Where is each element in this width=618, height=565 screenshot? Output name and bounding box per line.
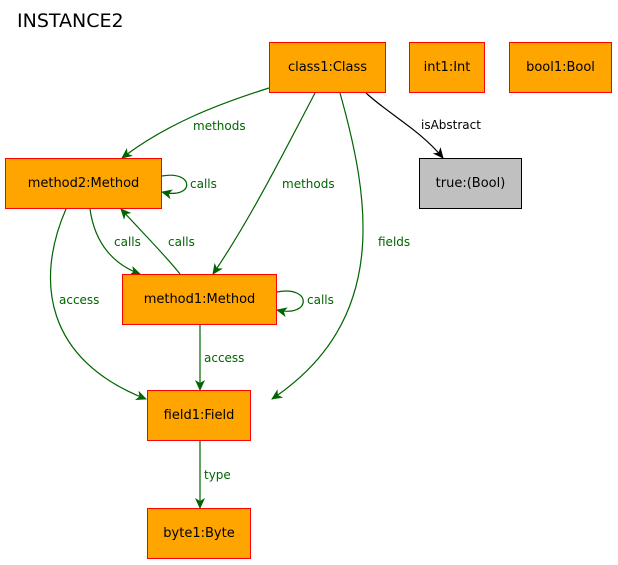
edge-label-access: access [204,351,244,365]
edge-label-calls: calls [114,235,141,249]
edge-method2-to-method2 [161,174,188,200]
edge-label-access: access [59,293,99,307]
edge-label-methods: methods [282,177,335,191]
node-int1[interactable]: int1:Int [409,42,485,93]
edge-method1-to-method2 [120,208,181,275]
edge-class1-to-method1 [212,92,316,275]
edge-label-methods: methods [193,119,246,133]
edge-class1-to-field1 [271,92,364,400]
edge-method2-to-method1 [89,208,141,276]
edge-label-isAbstract: isAbstract [421,118,481,132]
edge-label-calls: calls [307,293,334,307]
node-field1[interactable]: field1:Field [147,390,251,441]
node-class1[interactable]: class1:Class [269,42,386,93]
edge-label-fields: fields [378,235,410,249]
edge-method2-to-field1 [49,208,147,401]
edge-label-calls: calls [168,235,195,249]
node-method2[interactable]: method2:Method [5,158,162,209]
node-true-value[interactable]: true:(Bool) [419,158,522,209]
node-bool1[interactable]: bool1:Bool [509,42,612,93]
diagram-title: INSTANCE2 [17,10,124,32]
edge-method1-to-method1 [276,290,304,318]
edge-class1-to-true [365,92,444,159]
node-method1[interactable]: method1:Method [122,274,277,325]
node-byte1[interactable]: byte1:Byte [147,508,251,559]
edge-class1-to-method2 [121,87,270,159]
edge-label-calls: calls [190,177,217,191]
edge-label-type: type [204,468,231,482]
